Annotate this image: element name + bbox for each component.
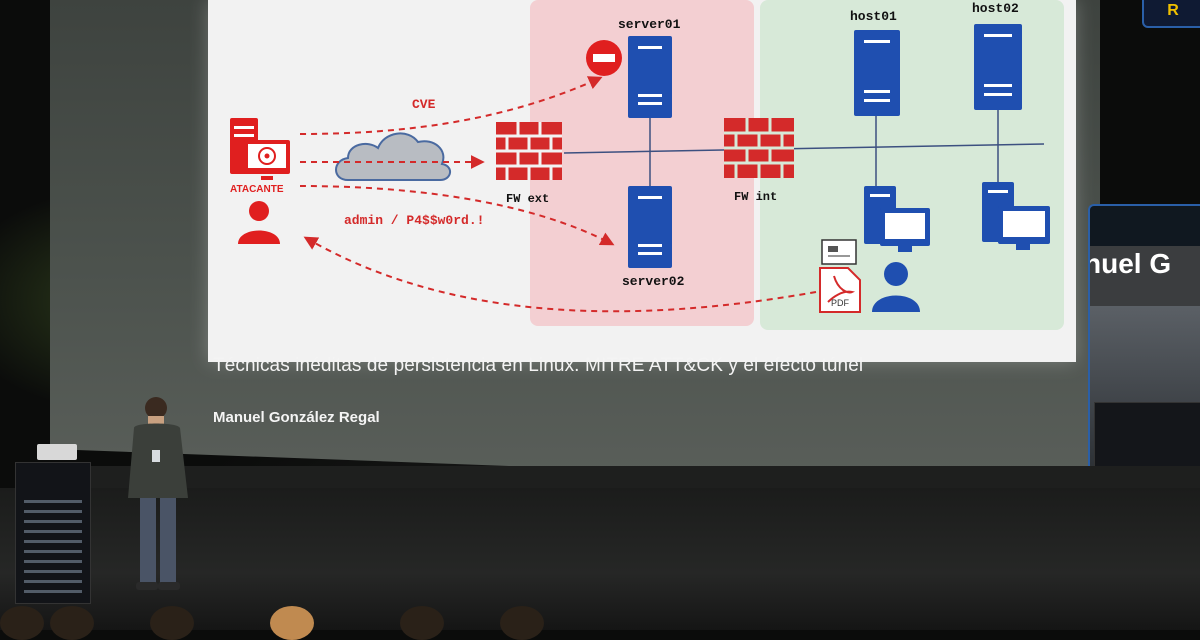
biohazard-monitor-icon <box>244 140 290 180</box>
blocked-icon <box>586 40 622 76</box>
conference-logo-corner: R <box>1142 0 1200 28</box>
slide-caption: Técnicas inéditas de persistencia en Lin… <box>213 355 864 376</box>
speaker-name: Manuel González Regal <box>213 409 380 426</box>
pdf-label: PDF <box>831 298 850 308</box>
host02-label: host02 <box>972 1 1019 16</box>
workstation-icon <box>864 186 930 252</box>
stage-floor <box>0 488 1200 630</box>
attacker-label: ATACANTE <box>230 184 284 195</box>
host01-label: host01 <box>850 9 897 24</box>
logo-text: R <box>1167 2 1179 19</box>
server02-label: server02 <box>622 274 685 289</box>
network-line <box>563 143 1045 154</box>
user-person-icon <box>872 262 920 312</box>
audience-heads <box>0 600 1200 640</box>
pdf-file-icon <box>819 267 861 313</box>
firewall-int-icon <box>724 118 794 178</box>
stage-edge <box>90 466 1200 492</box>
server01-label: server01 <box>618 17 681 32</box>
lectern-lamp <box>37 444 77 460</box>
credential-attack-line <box>299 185 615 246</box>
attacker-person-icon <box>238 201 280 244</box>
workstation-icon <box>982 182 1050 250</box>
speaker-banner: nuel G <box>1090 246 1200 306</box>
lectern-sponsor-board <box>15 462 91 604</box>
fw-int-label: FW int <box>734 190 777 204</box>
side-monitor: nuel G <box>1088 204 1200 498</box>
network-diagram: ATACANTE CVE admin / P4$$w0rd.! <box>230 0 1064 330</box>
host01-server-icon <box>854 30 900 116</box>
credentials-label: admin / P4$$w0rd.! <box>344 213 484 228</box>
server01-icon <box>628 36 672 118</box>
speaker-person <box>128 397 188 590</box>
podium-camera-view <box>1090 306 1200 496</box>
internet-cloud-icon <box>335 132 451 181</box>
fw-ext-label: FW ext <box>506 192 549 206</box>
cve-label: CVE <box>412 97 436 112</box>
firewall-ext-icon <box>496 122 562 180</box>
dmz-zone <box>530 0 754 326</box>
email-icon <box>821 239 857 265</box>
host02-server-icon <box>974 24 1022 110</box>
banner-text: nuel G <box>1090 248 1172 279</box>
presentation-slide: ATACANTE CVE admin / P4$$w0rd.! <box>208 0 1076 362</box>
server02-icon <box>628 186 672 268</box>
cve-attack-line <box>299 76 603 135</box>
